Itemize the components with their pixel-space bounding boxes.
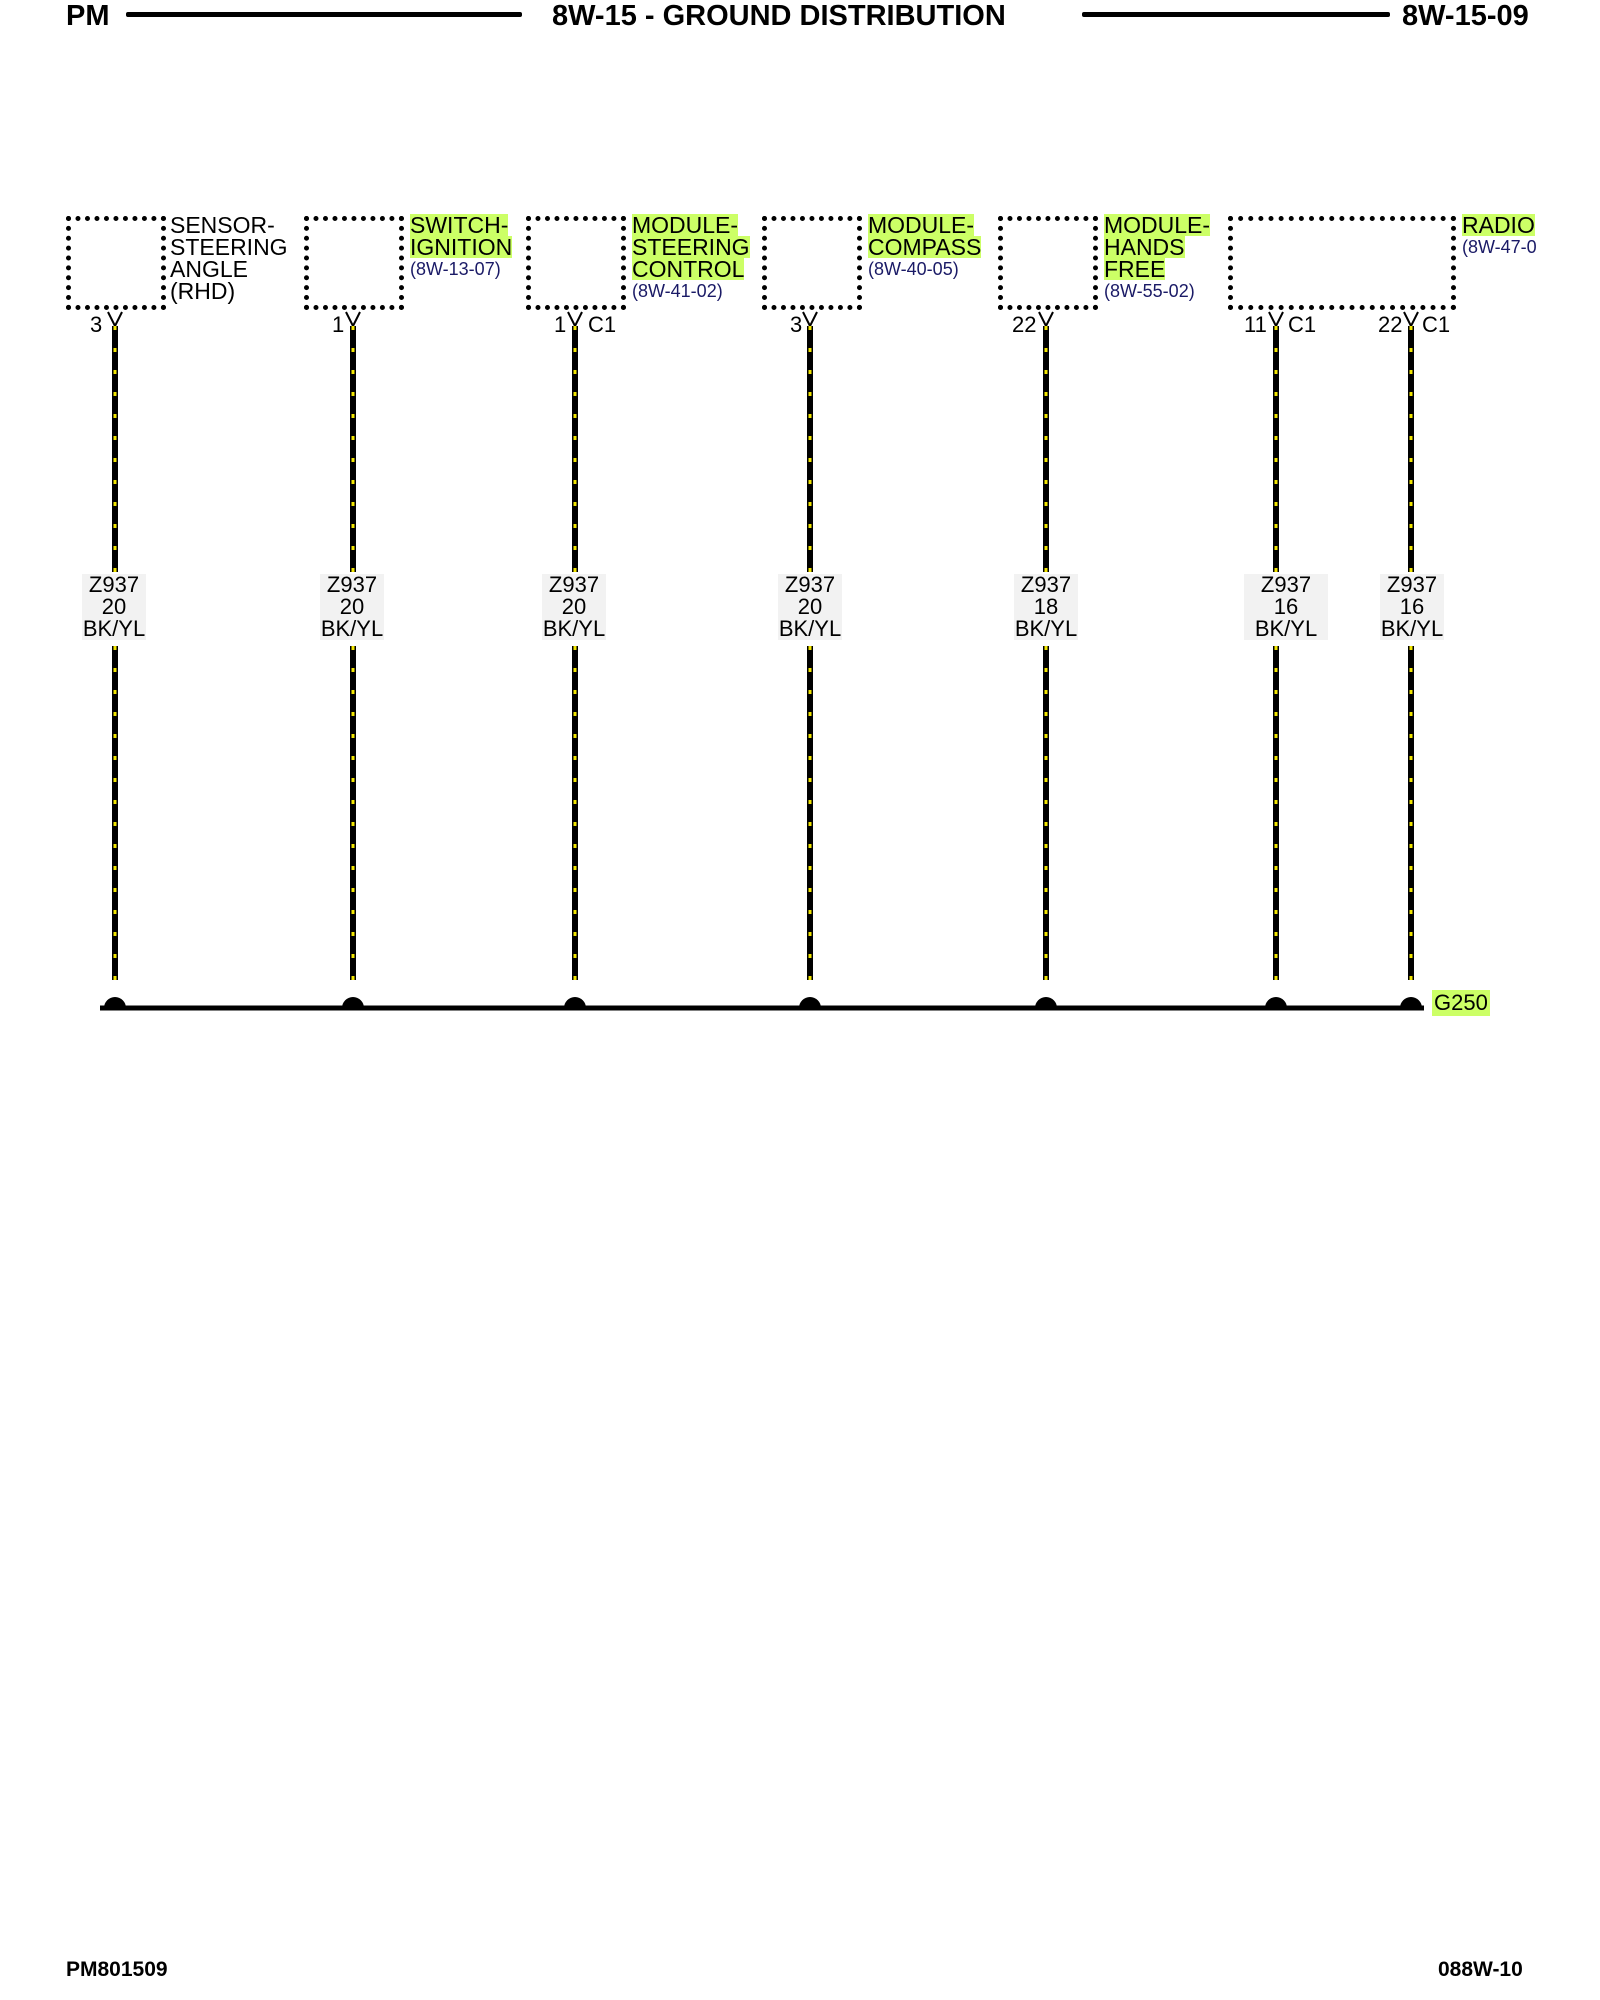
splice-dot	[1265, 997, 1287, 1008]
header-left-code: PM	[66, 0, 110, 32]
component-box-module-compass	[762, 216, 862, 310]
splice-dot	[104, 997, 126, 1008]
splice-dot	[1400, 997, 1422, 1008]
component-label-sensor-steering-angle: SENSOR- STEERING ANGLE (RHD)	[170, 212, 288, 304]
wire-gauge: 16	[1273, 594, 1299, 619]
wire-label: Z937 18 BK/YL	[1014, 574, 1078, 640]
wire-color: BK/YL	[1380, 616, 1444, 641]
wire-label: Z937 20 BK/YL	[542, 574, 606, 640]
wire-label: Z937 16 BK/YL	[1244, 574, 1328, 640]
component-name: CONTROL	[632, 256, 745, 282]
wire-circuit: Z937	[326, 572, 378, 597]
connector-id: C1	[588, 312, 617, 337]
page-title: 8W-15 - GROUND DISTRIBUTION	[552, 0, 1006, 32]
header-rule-right	[1082, 12, 1390, 17]
wire-color: BK/YL	[542, 616, 606, 641]
component-ref: (8W-40-05)	[868, 259, 959, 279]
component-name: MODULE-	[1104, 212, 1211, 238]
connector-id: C1	[1422, 312, 1451, 337]
pin-marker	[107, 311, 123, 329]
splice-dot	[342, 997, 364, 1008]
component-name: STEERING	[632, 234, 750, 260]
wire-circuit: Z937	[548, 572, 600, 597]
wire-label: Z937 20 BK/YL	[320, 574, 384, 640]
component-label-module-compass: MODULE- COMPASS (8W-40-05)	[868, 212, 982, 280]
pin-number: 3	[90, 312, 103, 337]
pin-marker	[345, 311, 361, 329]
component-name: ANGLE	[170, 256, 248, 282]
pin-marker	[802, 311, 818, 329]
wire-color: BK/YL	[1254, 616, 1318, 641]
component-name: MODULE-	[868, 212, 975, 238]
component-name: RADIO	[1462, 212, 1535, 238]
ground-point-label: G250	[1432, 990, 1490, 1016]
wire-gauge: 20	[339, 594, 365, 619]
header-rule-left	[126, 12, 522, 17]
pin-marker	[1403, 311, 1419, 329]
connector-id: C1	[1288, 312, 1317, 337]
component-ref: (8W-41-02)	[632, 281, 723, 301]
component-name: FREE	[1104, 256, 1166, 282]
component-ref: (8W-55-02)	[1104, 281, 1195, 301]
component-name: SWITCH-	[410, 212, 509, 238]
component-name: SENSOR-	[170, 212, 275, 238]
pin-number: 22	[1378, 312, 1403, 337]
footer-document-id: PM801509	[66, 1958, 168, 1981]
wire-color: BK/YL	[82, 616, 146, 641]
pin-number: 1	[554, 312, 567, 337]
wire-gauge: 16	[1399, 594, 1425, 619]
wire-circuit: Z937	[88, 572, 140, 597]
splice-dot	[564, 997, 586, 1008]
wire-label: Z937 20 BK/YL	[82, 574, 146, 640]
splice-dot	[1035, 997, 1057, 1008]
splice-dot	[799, 997, 821, 1008]
wire-circuit: Z937	[1260, 572, 1312, 597]
component-name: IGNITION	[410, 234, 513, 260]
pin-number: 1	[332, 312, 345, 337]
footer-page-code: 088W-10	[1438, 1958, 1523, 1981]
page-number: 8W-15-09	[1402, 0, 1529, 32]
component-label-module-hands-free: MODULE- HANDS FREE (8W-55-02)	[1104, 212, 1211, 302]
component-label-module-steering-control: MODULE- STEERING CONTROL (8W-41-02)	[632, 214, 750, 302]
component-box-radio	[1228, 216, 1456, 310]
wire-gauge: 20	[101, 594, 127, 619]
wire-gauge: 20	[561, 594, 587, 619]
component-name: HANDS	[1104, 234, 1185, 260]
component-label-radio: RADIO (8W-47-0	[1462, 214, 1537, 258]
component-box-sensor-steering-angle	[66, 216, 166, 310]
pin-marker	[567, 311, 583, 329]
component-label-switch-ignition: SWITCH- IGNITION (8W-13-07)	[410, 212, 513, 280]
pin-marker	[1268, 311, 1284, 329]
component-name: STEERING	[170, 234, 288, 260]
wire-label: Z937 20 BK/YL	[778, 574, 842, 640]
wire-color: BK/YL	[778, 616, 842, 641]
pin-number: 11	[1244, 312, 1267, 337]
wire-circuit: Z937	[1020, 572, 1072, 597]
wire-color: BK/YL	[320, 616, 384, 641]
wire-gauge: 18	[1033, 594, 1059, 619]
wire-circuit: Z937	[784, 572, 836, 597]
component-box-switch-ignition	[304, 216, 404, 310]
component-ref: (8W-13-07)	[410, 259, 501, 279]
wire-color: BK/YL	[1014, 616, 1078, 641]
component-name: COMPASS	[868, 234, 982, 260]
wire-label: Z937 16 BK/YL	[1380, 574, 1444, 640]
wire-gauge: 20	[797, 594, 823, 619]
component-name: MODULE-	[632, 212, 739, 238]
pin-number: 22	[1012, 312, 1037, 337]
pin-number: 3	[790, 312, 803, 337]
pin-marker	[1038, 311, 1054, 329]
component-name: (RHD)	[170, 278, 236, 304]
wire-circuit: Z937	[1386, 572, 1438, 597]
component-box-module-steering-control	[526, 216, 626, 310]
component-box-module-hands-free	[998, 216, 1098, 310]
component-ref: (8W-47-0	[1462, 237, 1537, 257]
